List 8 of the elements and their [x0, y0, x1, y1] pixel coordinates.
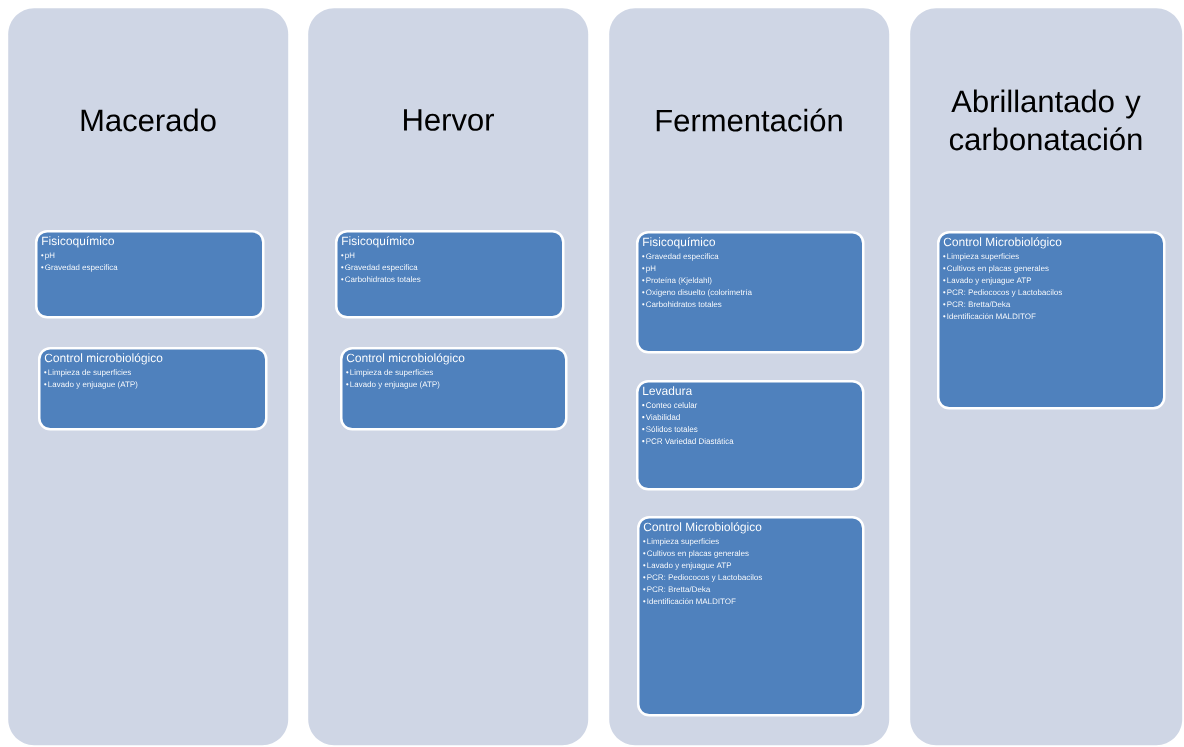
test-box: Fisicoquímico pH Gravedad especifica [35, 230, 265, 319]
test-box: Levadura Conteo celular Viabilidad Sólidos totales PCR Variedad Diastática [636, 380, 865, 491]
test-box: Control microbiológico Limpieza de superficies Lavado y enjuague (ATP) [340, 347, 568, 431]
test-box: Fisicoquímico pH Gravedad especifica Carbohidratos totales [335, 230, 565, 319]
test-box: Control Microbiológico Limpieza superficies Cultivos en placas generales Lavado y enjuague ATP PCR: Pediococos y Lactobacilos PCR: Bretta/Deka Identificación MALDITOF [637, 516, 865, 717]
test-box: Control Microbiológico Limpieza superficies Cultivos en placas generales Lavado y enjuague ATP PCR: Pediococos y Lactobacilos PCR: Bretta/Deka Identificación MALDITOF [937, 231, 1166, 410]
test-box: Fisicoquímico Gravedad especifica pH Proteína (Kjeldahl) Oxigeno disuelto (colorimetría Carbohidratos totales [636, 231, 865, 354]
test-box: Control microbiológico Limpieza de superficies Lavado y enjuague (ATP) [38, 347, 268, 431]
